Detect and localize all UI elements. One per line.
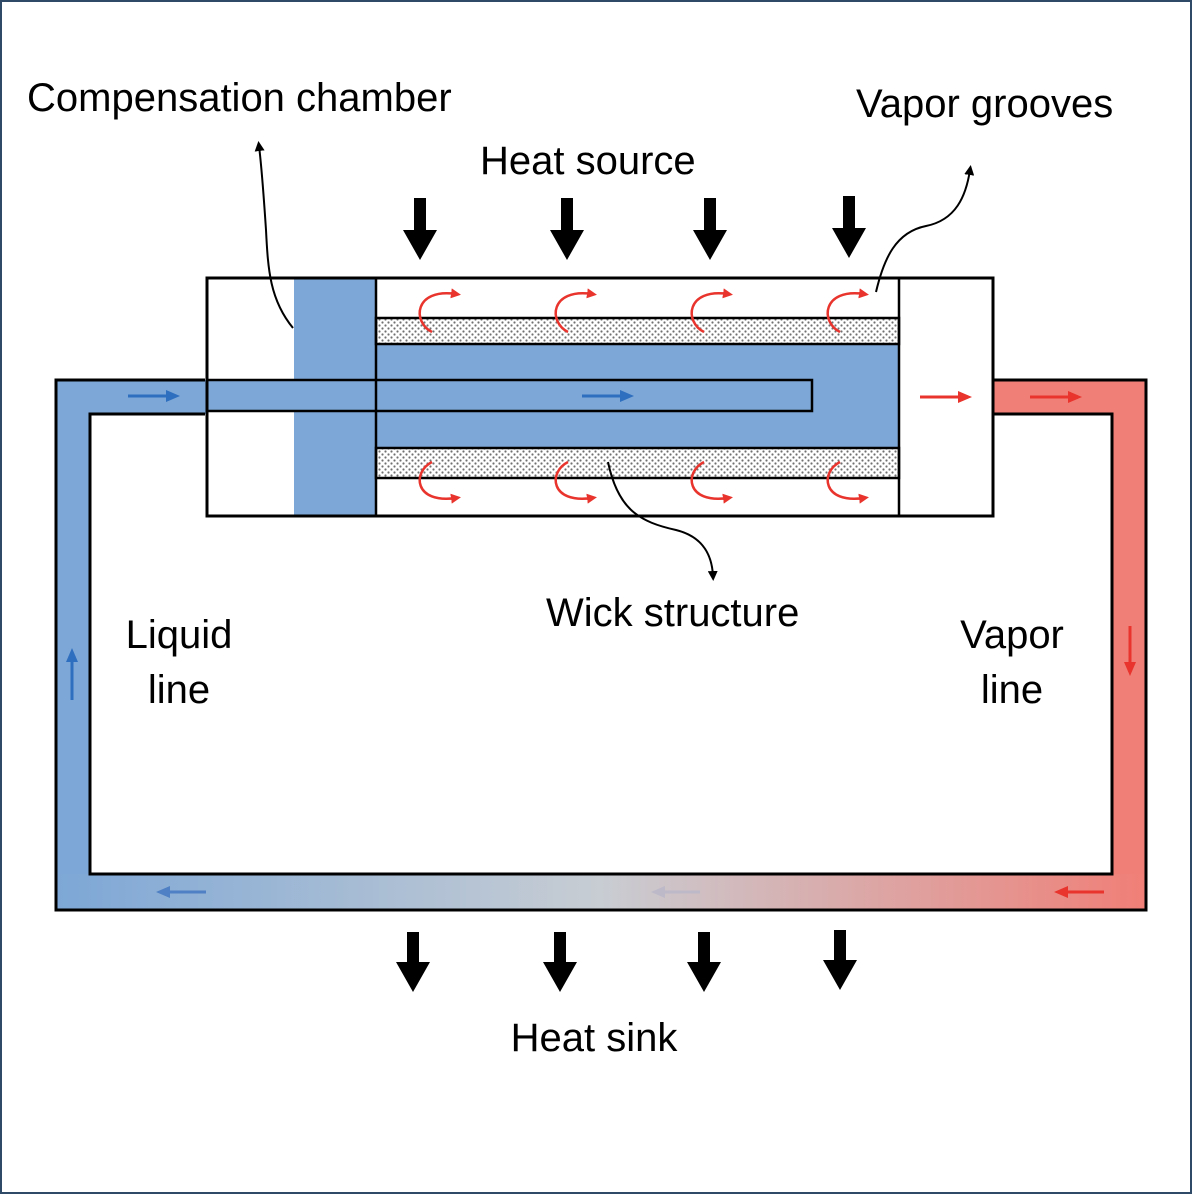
leader-compensation-chamber	[254, 141, 294, 329]
liquid-arrow-bayonet	[582, 390, 634, 402]
evaporation-arrows	[418, 288, 869, 504]
liquid-arrow-left-up	[66, 648, 78, 700]
heat-sink-arrow-2	[543, 932, 577, 992]
wick-lower	[374, 446, 901, 480]
sink-arrow-right	[1054, 886, 1104, 898]
evap-arrow-bottom-1	[418, 460, 461, 504]
label-heat-source: Heat source	[480, 139, 696, 183]
vapor-flow-arrows	[920, 391, 1136, 676]
label-heat-sink: Heat sink	[511, 1016, 679, 1060]
heat-sink-arrow-3	[687, 932, 721, 992]
evap-arrow-top-2	[554, 288, 597, 334]
evap-arrow-bottom-2	[554, 460, 597, 504]
bayonet-tube	[205, 378, 814, 413]
leader-vapor-grooves	[875, 165, 975, 293]
evap-arrow-top-1	[418, 288, 461, 334]
liquid-arrow-top-left	[128, 390, 180, 402]
label-wick-structure: Wick structure	[546, 591, 799, 635]
sink-arrow-mid	[651, 886, 700, 898]
vapor-arrow-line-top	[1030, 391, 1082, 403]
heat-source-arrow-4	[832, 196, 866, 258]
heat-sink-arrow-4	[823, 930, 857, 990]
sink-arrow-left	[156, 886, 206, 898]
pipe-outlines	[54, 378, 1148, 912]
wick-upper	[374, 316, 901, 346]
heat-source-arrow-3	[693, 198, 727, 260]
heat-source-arrow-1	[403, 198, 437, 260]
label-liquid-line-1: Liquid	[126, 613, 233, 657]
heat-sink-arrows	[396, 930, 857, 992]
evap-arrow-bottom-3	[690, 460, 733, 504]
vapor-arrow-outlet	[920, 391, 972, 403]
leader-wick-structure	[607, 461, 718, 581]
heat-source-arrow-2	[550, 198, 584, 260]
label-vapor-grooves: Vapor grooves	[856, 82, 1113, 126]
label-vapor-line-2: line	[981, 668, 1043, 712]
liquid-flow-arrows	[66, 390, 634, 700]
heat-source-arrows	[403, 196, 866, 260]
vapor-arrow-line-down	[1124, 626, 1136, 676]
evap-arrow-bottom-4	[826, 460, 869, 504]
label-liquid-line-2: line	[148, 668, 210, 712]
leader-lines	[254, 141, 975, 581]
evap-arrow-top-4	[826, 288, 869, 334]
evap-arrow-top-3	[690, 288, 733, 334]
label-vapor-line-1: Vapor	[960, 613, 1064, 657]
heat-sink-pipe	[56, 874, 1146, 910]
sink-flow-arrows	[156, 886, 1104, 898]
label-compensation-chamber: Compensation chamber	[27, 76, 452, 120]
heat-sink-arrow-1	[396, 932, 430, 992]
